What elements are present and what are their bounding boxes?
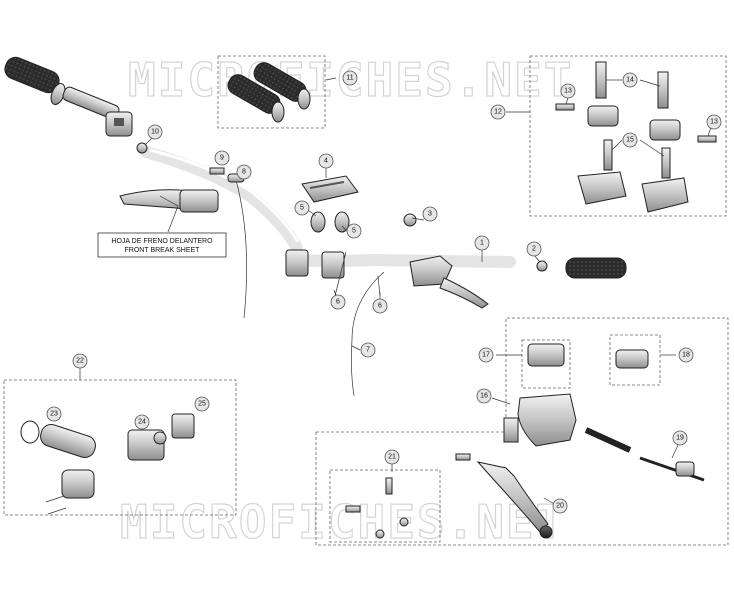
callout-9: 9 [214,150,230,166]
svg-text:13: 13 [564,88,572,95]
svg-text:20: 20 [556,503,564,510]
group-box-small-parts [329,469,441,543]
spare-grips [227,62,311,123]
callout-5b: 5 [346,223,362,239]
callout-6a: 6 [330,294,346,310]
watermark-bottom: MICROFICHES.NET [120,495,565,549]
group-box-grips [217,55,326,129]
svg-text:25: 25 [198,401,206,408]
group-box-throttle [3,379,237,516]
svg-text:23: 23 [50,411,58,418]
svg-text:14: 14 [626,77,634,84]
front-brake-note: HOJA DE FRENO DELANTERO FRONT BREAK SHEE… [97,195,227,258]
callout-18: 18 [678,347,694,363]
clutch-cable [235,179,248,319]
clutch-lever [119,189,219,213]
svg-text:5: 5 [352,228,356,235]
group-box-reservoir-cap [521,339,571,389]
svg-text:6: 6 [378,303,382,310]
svg-text:10: 10 [151,129,159,136]
callout-12: 12 [490,104,506,120]
handlebar [140,146,516,279]
svg-text:12: 12 [494,109,502,116]
callout-6b: 6 [372,298,388,314]
svg-text:4: 4 [324,158,328,165]
group-box-reservoir-small [609,334,661,386]
callout-20: 20 [552,498,568,514]
svg-text:3: 3 [428,211,432,218]
svg-text:5: 5 [300,205,304,212]
throttle-cable [350,271,385,397]
note-line-1: HOJA DE FRENO DELANTERO [111,238,213,245]
throttle-assembly [20,413,195,515]
svg-text:15: 15 [626,137,634,144]
svg-text:21: 21 [388,454,396,461]
svg-text:18: 18 [682,352,690,359]
svg-text:24: 24 [138,419,146,426]
callout-21: 21 [384,449,400,465]
callout-24: 24 [134,414,150,430]
svg-text:13: 13 [710,119,718,126]
svg-text:2: 2 [532,246,536,253]
brake-master-exploded [345,343,705,539]
callout-8: 8 [236,164,252,180]
callout-13b: 13 [706,114,722,130]
group-box-clamps [529,55,727,217]
svg-text:1: 1 [480,240,484,247]
svg-text:19: 19 [676,435,684,442]
callout-15: 15 [622,132,638,148]
svg-text:8: 8 [242,169,246,176]
svg-text:6: 6 [336,299,340,306]
callout-23: 23 [46,406,62,422]
note-line-2: FRONT BREAK SHEET [125,247,201,254]
hose-6a [333,251,347,301]
bar-clamp-set [555,61,717,213]
callout-5a: 5 [294,200,310,216]
callout-13a: 13 [560,83,576,99]
svg-text:11: 11 [346,75,353,82]
fitting-10 [136,142,148,154]
svg-text:22: 22 [76,358,84,365]
callout-4: 4 [318,153,334,169]
svg-text:17: 17 [482,352,490,359]
fitting-9 [209,167,225,175]
callout-22: 22 [72,353,88,369]
svg-text:16: 16 [480,393,488,400]
callout-14: 14 [622,72,638,88]
callout-3: 3 [422,206,438,222]
callout-19: 19 [672,430,688,446]
callout-11: 11 [342,70,358,86]
front-brake-master-installed [403,213,489,309]
handlebar-pad [301,175,359,203]
right-grip [536,257,627,279]
callout-17: 17 [478,347,494,363]
callout-25: 25 [194,396,210,412]
svg-text:9: 9 [220,155,224,162]
clamp-rings [310,211,350,233]
callout-10: 10 [147,124,163,140]
callout-2: 2 [526,241,542,257]
callout-16: 16 [476,388,492,404]
left-grip-assembly [4,56,133,137]
callout-1: 1 [474,235,490,251]
callout-7: 7 [360,342,376,358]
svg-text:7: 7 [366,347,370,354]
